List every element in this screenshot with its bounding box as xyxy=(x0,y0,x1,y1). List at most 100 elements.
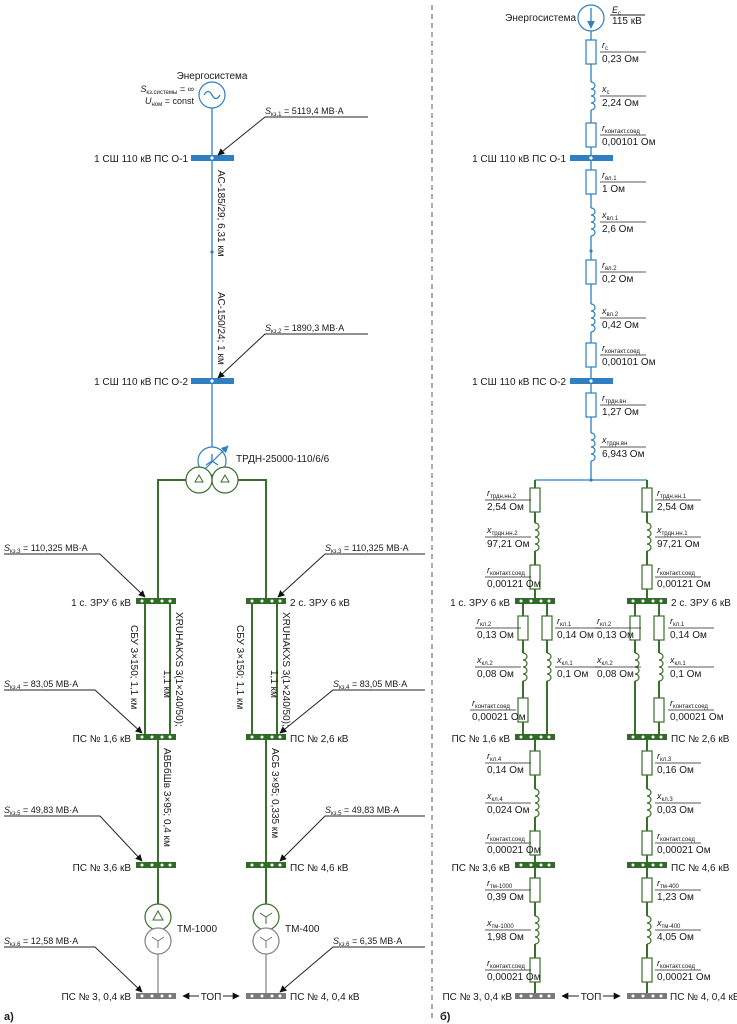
svg-text:0,00021 Ом: 0,00021 Ом xyxy=(657,972,711,983)
resistor-rkl1_r xyxy=(653,615,665,641)
svg-text:0,39 Ом: 0,39 Ом xyxy=(487,892,524,903)
svg-text:xкл.4: xкл.4 xyxy=(486,791,503,803)
b-bus-ps2 xyxy=(627,734,667,740)
a-line2-label: АС-150/24; 1 км xyxy=(215,292,226,365)
svg-text:rконтакт.соед: rконтакт.соед xyxy=(487,565,525,577)
param-label-rvl2: rвл.20,2 Ом xyxy=(600,260,646,285)
svg-text:rвл.2: rвл.2 xyxy=(602,260,617,272)
param-label-rkl2_l: rкл.20,13 Ом xyxy=(475,616,521,641)
svg-text:97,21 Ом: 97,21 Ом xyxy=(487,539,530,550)
inductor-xtv xyxy=(589,432,598,462)
svg-text:rкл.1: rкл.1 xyxy=(670,616,685,628)
svg-text:xвл.2: xвл.2 xyxy=(601,306,619,318)
inductor-xkl1_l xyxy=(545,652,554,682)
a-ps3-04-label: ПС № 3, 0,4 кВ xyxy=(61,992,131,1003)
svg-text:rконтакт.соед: rконтакт.соед xyxy=(602,123,640,135)
svg-text:0,03 Ом: 0,03 Ом xyxy=(657,805,694,816)
a-trafo-label: ТРДН-25000-110/6/6 xyxy=(236,454,330,465)
svg-text:rтрдн.нн.1: rтрдн.нн.1 xyxy=(657,488,687,500)
a-sk4l-callout: Sкз.4 = 83,05 МВ·А xyxy=(4,679,143,734)
svg-text:0,13 Ом: 0,13 Ом xyxy=(597,630,634,641)
svg-text:0,1 Ом: 0,1 Ом xyxy=(670,669,701,680)
a-tm400-label: ТМ-400 xyxy=(285,924,320,935)
a-bus-ps4-04 xyxy=(246,993,286,999)
resistor-rtm400 xyxy=(641,877,653,903)
svg-text:0,00021 Ом: 0,00021 Ом xyxy=(670,712,724,723)
a-cable-r2: АСБ 3×95; 0,335 км xyxy=(269,748,280,838)
a-zru2-label: 2 с. ЗРУ 6 кВ xyxy=(290,598,350,609)
inductor-xkl2_l xyxy=(521,652,530,682)
a-cable-l1c: 1,1 км xyxy=(161,670,172,698)
svg-text:0,00021 Ом: 0,00021 Ом xyxy=(487,972,541,983)
a-bus-ps1 xyxy=(136,734,176,740)
a-cable-r1c: 1,1 км xyxy=(268,670,279,698)
svg-text:0,08 Ом: 0,08 Ом xyxy=(477,669,514,680)
param-label-rc: rc 0,23 Ом xyxy=(600,40,646,65)
a-cable-l1b: XRUHAKXS 3(1×240/50); xyxy=(173,612,184,727)
b-bus-zru2 xyxy=(627,598,667,604)
b-ps4-04-label: ПС № 4, 0,4 кВ xyxy=(670,992,737,1003)
svg-text:Sкз.6 = 6,35 МВ·А: Sкз.6 = 6,35 МВ·А xyxy=(333,936,402,948)
a-bus-zru1 xyxy=(136,598,176,604)
svg-text:0,00101 Ом: 0,00101 Ом xyxy=(602,357,656,368)
b-ps3-04-label: ПС № 3, 0,4 кВ xyxy=(442,992,512,1003)
svg-text:Sкз.3 = 110,325 МВ·А: Sкз.3 = 110,325 МВ·А xyxy=(4,543,88,555)
a-system-u: Uном = const xyxy=(145,96,195,108)
b-bus-ps4 xyxy=(627,862,667,868)
param-label-xkl1_l: xкл.10,1 Ом xyxy=(555,655,601,680)
svg-text:rкл.3: rкл.3 xyxy=(657,751,672,763)
a-sk2-callout: Sкз.2 = 1890,3 МВ·А xyxy=(217,323,368,379)
a-line1-label: АС-185/29; 6,31 км xyxy=(215,170,226,257)
resistor-rkl4 xyxy=(529,750,541,776)
resistor-rvl1 xyxy=(585,169,597,195)
param-label-xkl2_l: xкл.2 0,08 Ом xyxy=(475,655,521,680)
resistor-rkl1_l xyxy=(541,615,553,641)
svg-text:xтм-1000: xтм-1000 xyxy=(486,918,514,930)
resistor-rkr_b xyxy=(653,697,665,723)
svg-text:0,00021 Ом: 0,00021 Ом xyxy=(472,712,526,723)
b-ps1-label: ПС № 1,6 кВ xyxy=(452,734,511,745)
svg-text:1,98 Ом: 1,98 Ом xyxy=(487,932,524,943)
svg-text:rконтакт.соед: rконтакт.соед xyxy=(472,698,510,710)
a-sk3r-callout: Sкз.3 = 110,325 МВ·А xyxy=(277,543,425,598)
param-label-rkl2_r: rкл.2 0,13 Ом xyxy=(595,616,641,641)
a-tm1000-hv xyxy=(144,903,172,931)
inductor-xc xyxy=(589,81,598,111)
b-bus-zru1 xyxy=(515,598,555,604)
resistor-rkl3 xyxy=(641,750,653,776)
svg-text:rконтакт.соед: rконтакт.соед xyxy=(670,698,708,710)
svg-text:rтрдн.нн.2: rтрдн.нн.2 xyxy=(487,488,517,500)
svg-text:xвл.1: xвл.1 xyxy=(601,210,619,222)
svg-text:0,00101 Ом: 0,00101 Ом xyxy=(602,137,656,148)
svg-text:1,23 Ом: 1,23 Ом xyxy=(657,892,694,903)
svg-text:rтрдн.вн: rтрдн.вн xyxy=(602,393,626,405)
inductor-xtm400 xyxy=(645,915,654,945)
a-cable-r1b: XRUHAKXS 3(1×240/50); xyxy=(280,612,291,727)
b-bus-ps1 xyxy=(515,734,555,740)
svg-text:0,23 Ом: 0,23 Ом xyxy=(602,54,639,65)
resistor-rtm1000 xyxy=(529,877,541,903)
b-panel-label: б) xyxy=(440,1011,451,1023)
b-bus-ps3 xyxy=(515,862,555,868)
resistor-rkl_b xyxy=(517,697,529,723)
param-label-xkl3: xкл.30,03 Ом xyxy=(655,791,701,816)
svg-text:xкл.2: xкл.2 xyxy=(476,655,493,667)
svg-text:4,05 Ом: 4,05 Ом xyxy=(657,932,694,943)
svg-text:rкл.2: rкл.2 xyxy=(597,616,612,628)
b-bus-o1-label: 1 СШ 110 кВ ПС О-1 xyxy=(472,154,566,165)
inductor-xvl1 xyxy=(589,207,598,237)
svg-text:0,14 Ом: 0,14 Ом xyxy=(670,630,707,641)
svg-text:1 Ом: 1 Ом xyxy=(602,184,625,195)
a-cable-r1a: СБУ 3×150; 1,1 км xyxy=(234,625,245,709)
b-system-label: Энергосистема xyxy=(505,13,576,24)
svg-text:rc: rc xyxy=(602,40,608,52)
svg-text:rкл.2: rкл.2 xyxy=(477,616,492,628)
